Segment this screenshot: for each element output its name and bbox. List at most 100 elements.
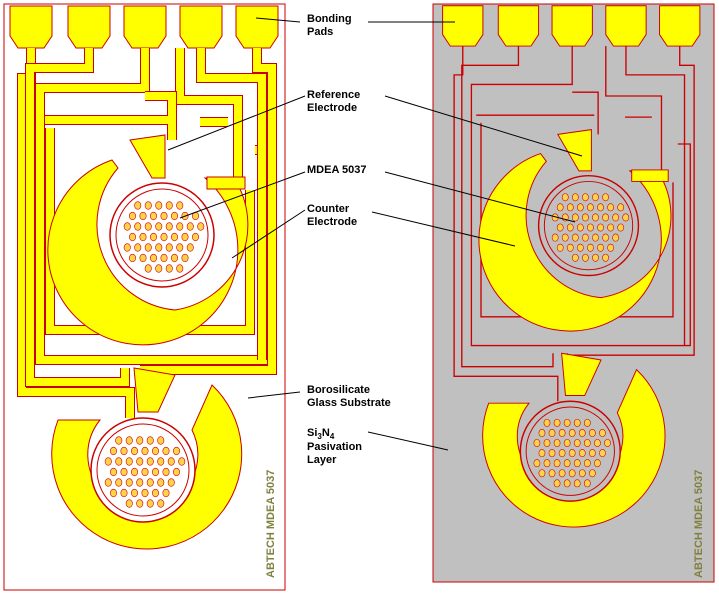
microelectrode-dot [136, 436, 144, 445]
microelectrode-dot [139, 211, 147, 221]
microelectrode-dot [110, 467, 118, 477]
microelectrode-dot [533, 459, 541, 468]
microelectrode-dot [173, 467, 181, 477]
pointer-mdea-right [384, 171, 576, 223]
microelectrode-dot [558, 449, 566, 458]
microelectrode-dot [578, 469, 586, 478]
microelectrode-dot [589, 469, 596, 478]
microelectrode-dot [577, 223, 584, 232]
microelectrode-dot [155, 264, 163, 273]
microelectrode-dot [104, 478, 112, 487]
microelectrode-dot [577, 203, 584, 212]
microelectrode-dot [129, 232, 137, 242]
microelectrode-dot [617, 223, 625, 232]
microelectrode-dot [563, 418, 571, 427]
microelectrode-dot [597, 223, 604, 232]
microelectrode-dot [141, 488, 149, 498]
trace [176, 48, 242, 178]
microelectrode-dot [566, 203, 574, 212]
microelectrode-dot [587, 203, 594, 212]
microelectrode-dot [167, 457, 175, 466]
microelectrode-dot [583, 418, 591, 427]
microelectrode-dot [607, 243, 614, 252]
microelectrode-dot [558, 469, 566, 478]
pointer-si3n4 [367, 431, 449, 451]
microelectrode-dot [144, 243, 152, 252]
microelectrode-dot [129, 211, 137, 221]
microelectrode-dot [622, 213, 630, 222]
microelectrode-dot [131, 467, 139, 477]
trace [470, 46, 691, 347]
label-reference-electrode: Reference Electrode [307, 89, 363, 114]
label-si3n4: Si3N4 Pasivation Layer [307, 427, 365, 466]
microelectrode-dot [115, 478, 123, 487]
electrode [133, 367, 176, 413]
microelectrode-dot [160, 253, 168, 263]
microelectrode-dot [583, 459, 591, 468]
microelectrode-dot [125, 478, 133, 487]
electrode [631, 169, 669, 182]
microelectrode-dot [578, 429, 586, 437]
bare-chip-group [9, 5, 279, 550]
microelectrode-dot [573, 479, 581, 488]
microelectrode-dot [152, 446, 160, 456]
microelectrode-dot [146, 436, 154, 445]
microelectrode-dot [139, 253, 147, 263]
microelectrode-dot [571, 213, 579, 222]
microelectrode-dot [571, 233, 579, 242]
microelectrode-dot [568, 469, 576, 478]
microelectrode-dot [558, 429, 566, 437]
microelectrode-dot [171, 211, 179, 221]
microelectrode-dot [538, 469, 546, 478]
microelectrode-dot [597, 203, 604, 212]
microelectrode-dot [181, 232, 189, 242]
microelectrode-dot [587, 243, 594, 252]
microelectrode-dot [157, 499, 165, 508]
microelectrode-dot [129, 253, 137, 263]
microelectrode-dot [587, 223, 594, 232]
left-vertical-label: ABTECH MDEA 5037 [265, 470, 277, 578]
bonding-pad [659, 5, 701, 47]
pointer-reference-left [167, 95, 306, 151]
microelectrode-dot [583, 439, 591, 447]
microelectrode-dot [155, 243, 163, 252]
microelectrode-dot [157, 457, 165, 466]
microelectrode-dot [582, 193, 589, 202]
microelectrode-dot [563, 479, 571, 488]
microelectrode-dot [563, 459, 571, 468]
microelectrode-dot [125, 499, 133, 508]
microelectrode-dot [165, 264, 173, 273]
microelectrode-dot [131, 488, 139, 498]
microelectrode-dot [582, 213, 589, 222]
microelectrode-dot [155, 201, 163, 210]
microelectrode-dot [165, 222, 173, 231]
microelectrode-dot [543, 418, 551, 427]
trace [145, 92, 176, 140]
microelectrode-dot [162, 488, 170, 498]
microelectrode-dot [602, 253, 609, 262]
pointer-lines [167, 17, 583, 451]
microelectrode-dot [553, 479, 561, 488]
microelectrode-dot [150, 232, 158, 242]
microelectrode-dot [152, 467, 160, 477]
microelectrode-dot [543, 459, 551, 468]
microelectrode-dot [110, 446, 118, 456]
microelectrode-dot [594, 459, 601, 468]
microelectrode-dot [582, 233, 589, 242]
microelectrode-dot [607, 203, 614, 212]
pointer-pads-left [255, 17, 301, 23]
microelectrode-dot [602, 193, 609, 202]
microelectrode-dot [543, 439, 551, 447]
microelectrode-dot [155, 222, 163, 231]
microelectrode-dot [597, 243, 604, 252]
bonding-pad [67, 5, 111, 49]
label-bonding-pads: Bonding Pads [307, 13, 355, 38]
microelectrode-dot [566, 243, 574, 252]
electrode [557, 129, 592, 172]
microelectrode-dot [186, 243, 194, 252]
microelectrode-dot [134, 201, 142, 210]
microelectrode-dot [123, 243, 131, 252]
microelectrode-dot [573, 418, 581, 427]
microelectrode-dot [162, 446, 170, 456]
microelectrode-dot [592, 253, 599, 262]
